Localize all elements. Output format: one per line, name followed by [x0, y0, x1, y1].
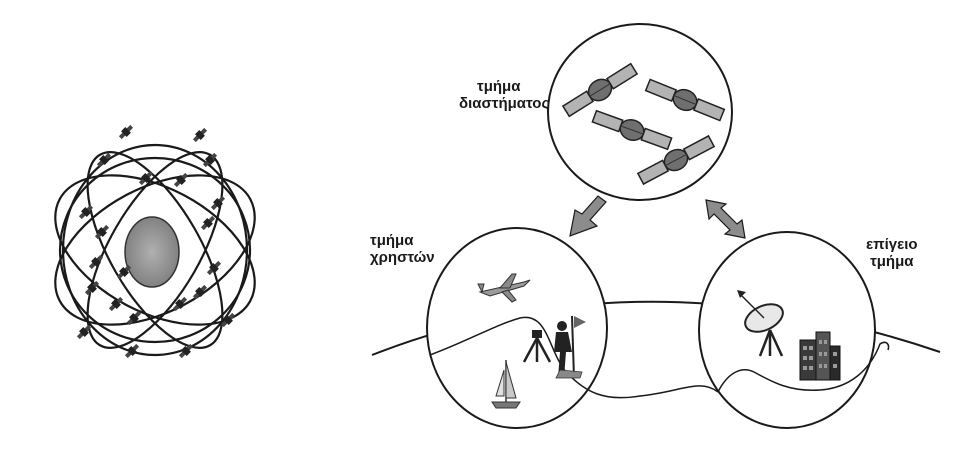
gps-orbit-constellation-icon — [54, 123, 256, 360]
user-segment-circle — [426, 227, 719, 429]
earth-globe — [124, 216, 180, 288]
sailboat-icon — [491, 360, 521, 409]
ground-segment-label: επίγειο τμήμα — [866, 236, 918, 270]
space-segment-circle — [547, 23, 733, 201]
fighter-jet-icon — [477, 273, 531, 303]
coastline — [717, 341, 890, 393]
bidirectional-arrow — [705, 199, 746, 239]
control-building-icon — [799, 331, 841, 381]
space-segment-label: τμήμα διαστήματος — [459, 78, 550, 112]
user-segment-label: τμήμα χρηστών — [370, 232, 435, 266]
ground-segment-circle — [698, 231, 890, 429]
surveyor-tripod-icon — [522, 315, 586, 379]
satellite-dish-icon — [737, 290, 784, 357]
downlink-arrow — [569, 195, 607, 237]
